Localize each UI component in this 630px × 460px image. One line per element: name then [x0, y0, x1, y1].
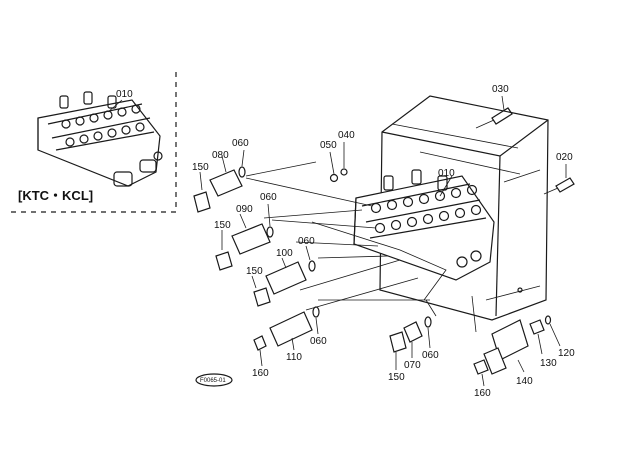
fitting-130: [529, 319, 545, 355]
tee-block-140: [483, 319, 529, 375]
oring-040: [340, 142, 348, 176]
pipe-100: [265, 257, 307, 295]
bolt-020: [543, 164, 575, 195]
oring-060-b: [266, 203, 274, 238]
inset-model-label: [KTC・KCL]: [18, 188, 93, 203]
drawing-code-stamp: [195, 373, 233, 387]
label-060-c: 060: [298, 236, 315, 247]
main-control-valve: [353, 169, 495, 281]
oring-120: [544, 315, 561, 347]
inset-control-valve: [37, 91, 163, 187]
label-060-a: 060: [232, 138, 249, 149]
drawing-code: F0065-01: [200, 378, 226, 384]
label-070: 070: [404, 360, 421, 371]
adapter-070: [403, 321, 423, 358]
label-110: 110: [286, 352, 302, 363]
plug-160-a: [253, 335, 267, 367]
label-120: 120: [558, 348, 575, 359]
label-130: 130: [540, 358, 557, 369]
label-160-b: 160: [474, 388, 491, 399]
inset-frame: [10, 72, 177, 213]
pipe-routing-lines: [245, 161, 447, 317]
pipe-090: [231, 213, 271, 255]
label-150-b: 150: [214, 220, 231, 231]
pipe-080: [209, 155, 243, 197]
plug-160-b: [473, 359, 489, 387]
label-060-d: 060: [310, 336, 327, 347]
label-100: 100: [276, 248, 293, 259]
elbow-fitting-150-d: [389, 331, 407, 370]
oring-060-e: [424, 316, 432, 349]
oring-060-d: [312, 306, 320, 335]
label-150-a: 150: [192, 162, 209, 173]
label-050: 050: [320, 140, 337, 151]
label-140: 140: [516, 376, 533, 387]
label-010-inset: 010: [116, 89, 133, 100]
label-010-main: 010: [438, 168, 455, 179]
label-090: 090: [236, 204, 253, 215]
elbow-fitting-150-c: [251, 275, 271, 307]
elbow-fitting-150-b: [215, 230, 233, 271]
label-150-c: 150: [246, 266, 263, 277]
label-020: 020: [556, 152, 573, 163]
oring-060-c: [305, 245, 316, 272]
elbow-fitting-150-a: [193, 171, 211, 213]
label-030: 030: [492, 84, 509, 95]
label-160-a: 160: [252, 368, 269, 379]
oring-060-a: [238, 149, 246, 178]
label-060-b: 060: [260, 192, 277, 203]
plug-050: [329, 151, 339, 183]
pipe-110: [269, 311, 313, 351]
label-080: 080: [212, 150, 229, 161]
bolt-030: [475, 95, 513, 129]
label-150-d: 150: [388, 372, 405, 383]
label-040: 040: [338, 130, 355, 141]
label-060-e: 060: [422, 350, 439, 361]
